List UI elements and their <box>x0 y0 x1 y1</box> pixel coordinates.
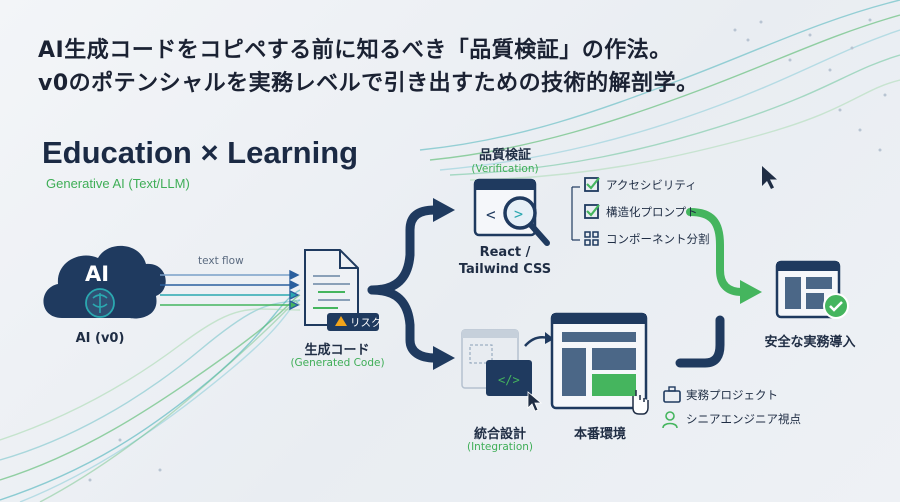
tech-line-1: React / <box>479 245 531 260</box>
adoption-window-icon <box>775 260 849 319</box>
green-flow-arrow <box>686 208 746 296</box>
svg-text:>: > <box>514 205 523 223</box>
magnifier-icon <box>503 196 537 230</box>
cursor-icon <box>527 391 543 412</box>
risk-label: リスク <box>350 317 382 329</box>
branch-arrows <box>367 205 725 368</box>
engineer-icon <box>662 411 678 429</box>
tech-line-2: Tailwind CSS <box>458 262 552 277</box>
generated-code-label: 生成コード <box>304 343 370 358</box>
svg-text:</>: </> <box>498 373 520 387</box>
hand-cursor-icon <box>632 390 649 415</box>
text-flow-arrows <box>160 269 300 311</box>
section-title: Education × Learning <box>42 135 359 170</box>
checklist-icons <box>571 177 600 246</box>
branch-arrowheads <box>433 198 455 370</box>
verification-label: 品質検証 <box>478 148 531 163</box>
pointer-icon <box>762 166 777 189</box>
briefcase-icon <box>663 386 681 403</box>
integration-window-icon: </> <box>461 329 554 412</box>
ai-node-label: AI (v0) <box>75 331 125 346</box>
dot-grid-decoration <box>88 18 887 482</box>
brain-icon <box>92 293 108 313</box>
green-arrowhead <box>740 280 762 304</box>
adoption-label: 安全な実務導入 <box>764 335 856 350</box>
headline: AI生成コードをコピペする前に知るべき「品質検証」の作法。 v0のポテンシャルを… <box>38 34 699 100</box>
ai-cloud-icon <box>43 245 166 319</box>
verification-window-icon: < > <box>473 178 550 246</box>
integration-label: 統合設計 <box>473 427 526 442</box>
checklist-item-accessibility: アクセシビリティ <box>606 178 697 192</box>
svg-text:<: < <box>486 205 496 224</box>
verification-sub: (Verification) <box>471 163 539 175</box>
light-flow-lower-left <box>0 289 301 502</box>
light-flow-upper-right <box>419 0 900 181</box>
production-label: 本番環境 <box>573 427 626 442</box>
production-window-icon <box>550 312 649 415</box>
checklist-item-component-split: コンポーネント分割 <box>606 232 710 246</box>
generated-code-sub: (Generated Code) <box>290 357 385 369</box>
section-subtitle: Generative AI (Text/LLM) <box>46 176 190 191</box>
warning-icon <box>335 316 347 326</box>
headline-line-2: v0のポテンシャルを実務レベルで引き出すための技術的解剖学。 <box>38 71 699 96</box>
ai-badge-text: AI <box>85 262 110 286</box>
check-badge-icon <box>823 293 849 319</box>
checklist-item-structured-prompt: 構造化プロンプト <box>606 205 698 219</box>
headline-line-1: AI生成コードをコピペする前に知るべき「品質検証」の作法。 <box>38 38 672 63</box>
risk-badge <box>327 313 379 331</box>
text-flow-label: text flow <box>198 255 244 267</box>
note-senior-engineer-view: シニアエンジニア視点 <box>686 412 801 426</box>
note-practical-project: 実務プロジェクト <box>686 388 778 402</box>
integration-sub: (Integration) <box>466 441 534 453</box>
code-document-icon <box>304 249 359 326</box>
